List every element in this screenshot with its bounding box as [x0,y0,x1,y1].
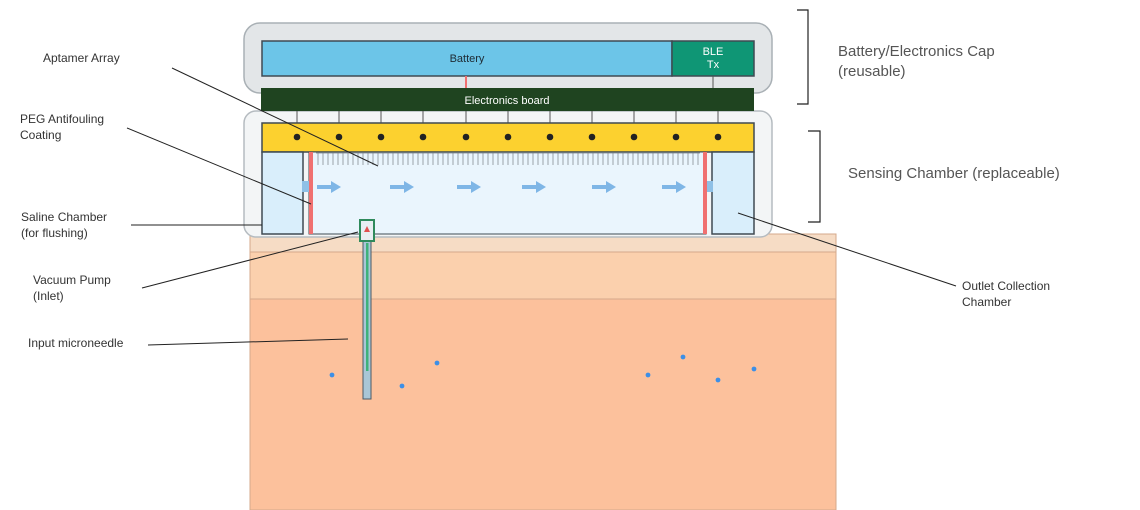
flow-arrow [390,181,414,193]
sensing-channel [308,151,707,235]
electrode-dot [588,133,596,141]
peg-coating-right [703,152,707,234]
electrode-dot [672,133,680,141]
cap-bracket [797,9,809,105]
label-aptamer-array: Aptamer Array [43,51,120,65]
outlet-collection-chamber [711,151,755,235]
label-saline-chamber-2: (for flushing) [21,226,88,240]
label-outlet-chamber-2: Chamber [962,295,1011,309]
biomarker-particle [399,383,405,389]
outlet-valve [706,181,713,192]
saline-valve [302,181,309,192]
label-saline-chamber-1: Saline Chamber [21,210,107,224]
board-pins [296,111,719,123]
battery-label: Battery [450,53,485,65]
flow-arrow [662,181,686,193]
electrode-dots [293,133,722,141]
label-vacuum-pump-2: (Inlet) [33,289,64,303]
label-peg-coating-2: Coating [20,128,61,142]
label-sensing-chamber: Sensing Chamber (replaceable) [848,165,1060,182]
label-cap-1: Battery/Electronics Cap [838,43,995,60]
flow-arrow [522,181,546,193]
ble-label: BLE [703,46,724,58]
label-vacuum-pump-1: Vacuum Pump [33,273,111,287]
flow-arrows [317,181,686,193]
label-input-microneedle: Input microneedle [28,336,124,350]
saline-chamber [261,151,304,235]
pump-icon [364,226,370,232]
electrode-dot [714,133,722,141]
electrode-dot [419,133,427,141]
biomarker-particle [751,366,757,372]
callout-lines [126,67,957,346]
biomarker-particles [329,354,757,389]
electrode-dot [335,133,343,141]
flow-arrow [457,181,481,193]
tx-label: Tx [707,59,720,71]
sensing-bracket [808,130,821,223]
skin-layer-deep [249,298,837,510]
microneedle-channel [366,243,369,371]
biomarker-particle [329,372,335,378]
label-cap-2: (reusable) [838,63,906,80]
electrode-dot [546,133,554,141]
electrode-dot [504,133,512,141]
peg-coating-left [309,152,313,234]
electrode-dot [630,133,638,141]
electrode-dot [293,133,301,141]
aptamer-array [316,152,700,165]
skin-layer-dermis [249,251,837,300]
electronics-board [261,88,754,111]
biomarker-particle [715,377,721,383]
label-outlet-chamber-1: Outlet Collection [962,279,1050,293]
electrode-dot [377,133,385,141]
label-peg-coating-1: PEG Antifouling [20,112,104,126]
flow-arrow [592,181,616,193]
biomarker-particle [680,354,686,360]
electrode-dot [462,133,470,141]
biomarker-particle [434,360,440,366]
flow-arrow [317,181,341,193]
biomarker-particle [645,372,651,378]
electronics-board-label: Electronics board [465,95,550,107]
